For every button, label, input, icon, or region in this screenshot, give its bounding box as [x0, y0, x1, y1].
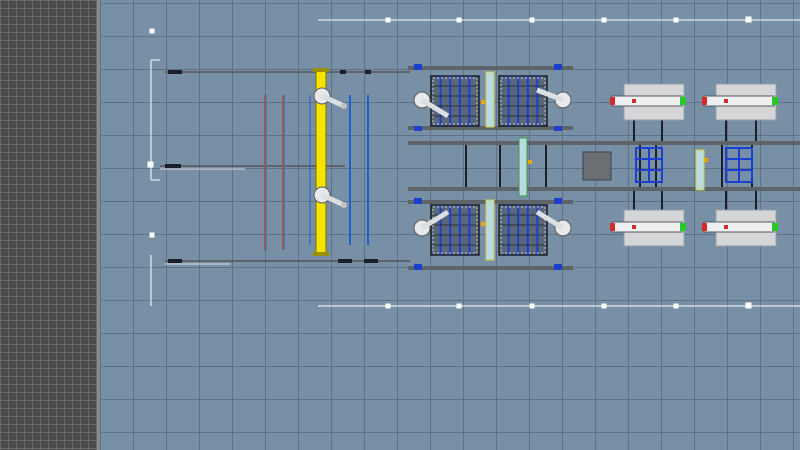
fixture-cage[interactable]	[430, 204, 480, 256]
fixture-cages[interactable]	[430, 75, 548, 256]
status-light-icon	[680, 97, 686, 105]
fixture-cage[interactable]	[430, 75, 480, 127]
processing-machine[interactable]	[610, 83, 686, 121]
robot-arm[interactable]	[535, 209, 572, 237]
robot-arm[interactable]	[413, 91, 450, 119]
processing-machine[interactable]	[702, 209, 778, 247]
status-light-icon	[680, 223, 686, 231]
status-light-icon	[702, 97, 707, 105]
status-light-icon	[610, 223, 615, 231]
blue-fixture[interactable]	[725, 147, 753, 183]
rail-stopper	[165, 164, 181, 168]
rail-end-blocks	[414, 64, 562, 270]
fixture-cage[interactable]	[498, 204, 548, 256]
blue-fixture[interactable]	[635, 147, 663, 183]
fixture-station[interactable]	[635, 147, 753, 183]
lift-posts	[264, 95, 369, 250]
glass-panel[interactable]	[481, 71, 708, 261]
dimension-lines	[147, 16, 800, 309]
fixture-cage[interactable]	[498, 75, 548, 127]
robot-arm[interactable]	[413, 209, 450, 237]
status-light-icon	[772, 97, 778, 105]
robot-arm[interactable]	[313, 186, 347, 208]
infeed-rails	[160, 70, 410, 265]
robot-arm[interactable]	[313, 87, 347, 109]
rail-stopper	[168, 70, 182, 74]
status-light-icon	[772, 223, 778, 231]
yellow-conveyor[interactable]	[313, 68, 329, 256]
status-light-icon	[610, 97, 615, 105]
processing-machine[interactable]	[610, 209, 686, 247]
processing-machines[interactable]	[610, 83, 778, 247]
pallet[interactable]	[582, 151, 612, 181]
rail-stopper	[168, 259, 182, 263]
side-tool-panel[interactable]	[0, 0, 100, 450]
status-light-icon	[702, 223, 707, 231]
robot-arm[interactable]	[536, 87, 572, 109]
processing-machine[interactable]	[702, 83, 778, 121]
